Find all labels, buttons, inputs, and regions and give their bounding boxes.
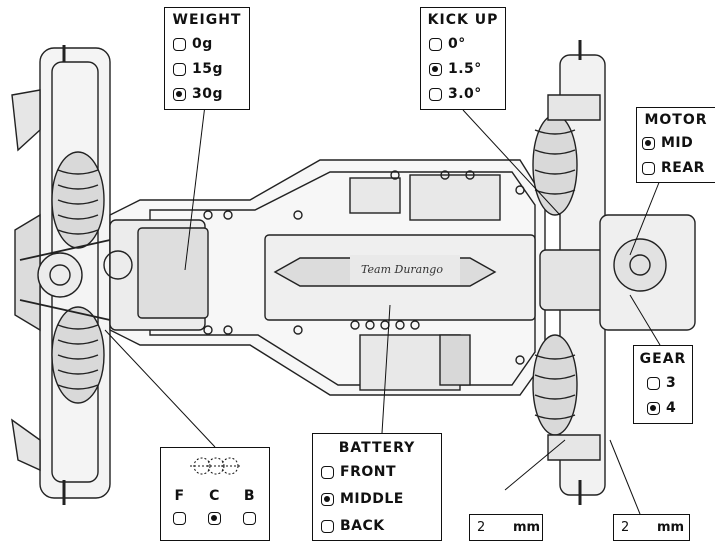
option-label: C (209, 488, 220, 504)
battery-option-middle[interactable]: MIDDLE (321, 491, 404, 507)
gear-option-3[interactable]: 3 (647, 375, 676, 391)
weight-option-box: WEIGHT 0g 15g 30g (164, 7, 250, 110)
spacer-unit: mm (513, 520, 541, 535)
rear-wheel-assembly (532, 40, 696, 505)
option-label: 3 (666, 375, 677, 391)
radio-icon[interactable] (429, 87, 442, 101)
weight-title: WEIGHT (172, 12, 242, 28)
radio-icon[interactable] (321, 465, 334, 479)
chassis-plate (109, 159, 546, 396)
kickup-option-1-5[interactable]: 1.5° (429, 61, 482, 77)
mount-option-f[interactable]: F (173, 488, 186, 525)
gear-option-box: GEAR 3 4 (633, 345, 693, 424)
radio-selected-icon[interactable] (173, 87, 186, 101)
radio-selected-icon[interactable] (642, 136, 655, 150)
radio-selected-icon[interactable] (647, 401, 660, 415)
radio-icon[interactable] (429, 37, 442, 51)
weight-option-0g[interactable]: 0g (173, 36, 213, 52)
kickup-option-3-0[interactable]: 3.0° (429, 86, 482, 102)
option-label: 0° (448, 36, 466, 52)
mount-position-box: F C B (160, 447, 270, 541)
radio-selected-icon[interactable] (208, 512, 221, 525)
motor-option-rear[interactable]: REAR (642, 160, 705, 176)
option-label: 1.5° (448, 61, 482, 77)
option-label: FRONT (340, 464, 397, 480)
option-label: MIDDLE (340, 491, 404, 507)
battery-option-front[interactable]: FRONT (321, 464, 396, 480)
mount-option-b[interactable]: B (243, 488, 256, 525)
kickup-option-0[interactable]: 0° (429, 36, 466, 52)
option-label: F (174, 488, 185, 504)
kickup-title: KICK UP (427, 12, 499, 28)
option-label: 3.0° (448, 86, 482, 102)
radio-icon[interactable] (647, 376, 660, 390)
front-bulkhead (103, 219, 209, 331)
radio-icon[interactable] (321, 519, 334, 533)
option-label: REAR (661, 160, 705, 176)
battery-title: BATTERY (338, 440, 416, 456)
radio-icon[interactable] (173, 37, 186, 51)
radio-selected-icon[interactable] (429, 62, 442, 76)
motor-option-box: MOTOR MID REAR (636, 107, 715, 183)
kickup-option-box: KICK UP 0° 1.5° 3.0° (420, 7, 506, 110)
spacer-unit: mm (657, 520, 685, 535)
motor-title: MOTOR (644, 112, 708, 128)
spacer-value: 2 (621, 520, 630, 535)
battery-option-back[interactable]: BACK (321, 518, 385, 534)
option-label: B (243, 488, 256, 504)
radio-icon[interactable] (243, 512, 256, 525)
front-wheel-assembly (11, 45, 111, 505)
option-label: MID (661, 135, 694, 151)
radio-icon[interactable] (173, 512, 186, 525)
radio-icon[interactable] (173, 62, 186, 76)
motor-option-mid[interactable]: MID (642, 135, 693, 151)
gear-option-4[interactable]: 4 (647, 400, 676, 416)
battery-option-box: BATTERY FRONT MIDDLE BACK (312, 433, 442, 541)
front-spacer-field[interactable]: 2 mm (469, 514, 543, 541)
spacer-value: 2 (477, 520, 486, 535)
radio-selected-icon[interactable] (321, 492, 334, 506)
mount-position-icon (190, 457, 242, 475)
rear-spacer-field[interactable]: 2 mm (613, 514, 690, 541)
chassis-logo: Team Durango (361, 263, 443, 276)
option-label: 4 (666, 400, 677, 416)
option-label: 0g (192, 36, 213, 52)
weight-option-30g[interactable]: 30g (173, 86, 223, 102)
radio-icon[interactable] (642, 161, 655, 175)
gear-title: GEAR (639, 351, 687, 367)
option-label: BACK (340, 518, 385, 534)
weight-option-15g[interactable]: 15g (173, 61, 223, 77)
option-label: 15g (192, 61, 224, 77)
leader-lines (104, 104, 661, 515)
option-label: 30g (192, 86, 224, 102)
mount-option-c[interactable]: C (208, 488, 221, 525)
